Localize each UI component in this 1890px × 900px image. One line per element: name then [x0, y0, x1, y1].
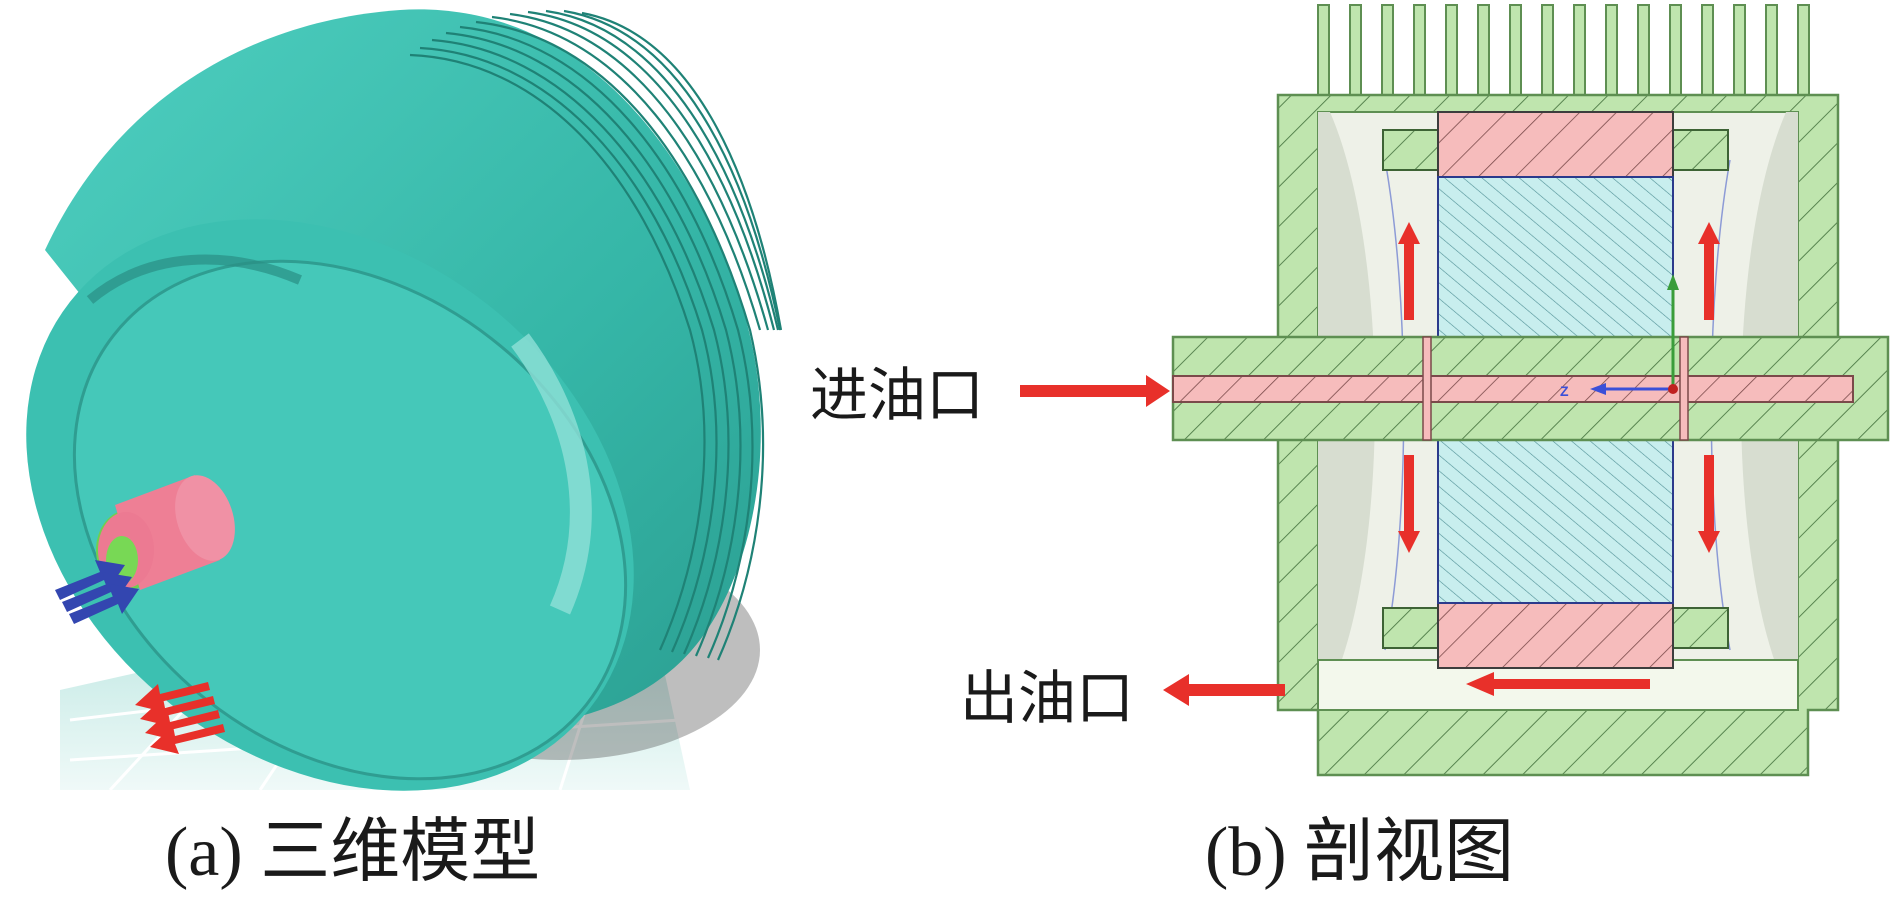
caption-b: (b) 剖视图: [1205, 814, 1514, 891]
rotor-top: [1437, 176, 1674, 338]
panel-a-3d-model: (a) 三维模型: [26, 9, 783, 891]
winding-end-bottom-left: [1382, 607, 1439, 649]
coordinate-axes: Z: [1560, 274, 1679, 399]
cooling-fins: [1317, 4, 1810, 101]
motor-front-face: [26, 219, 634, 791]
inlet-label: 进油口: [810, 363, 984, 428]
stator-top: [1437, 111, 1674, 178]
section-shaft: [1171, 335, 1890, 442]
rotor-bottom: [1437, 439, 1674, 604]
outlet-label: 出油口: [960, 666, 1134, 731]
caption-a: (a) 三维模型: [165, 814, 540, 891]
panel-b-section-view: Z 进油口 出油口 (b) 剖视图: [810, 4, 1890, 891]
inlet-flow-arrows: [55, 560, 139, 624]
winding-end-top-left: [1382, 129, 1439, 171]
axis-z-label: Z: [1560, 383, 1569, 399]
internal-flow-arrows: [1398, 222, 1720, 696]
inlet-arrow: [1020, 375, 1170, 407]
winding-end-top-right: [1672, 129, 1729, 171]
outlet-arrow: [1163, 674, 1285, 706]
outlet-flow-arrows: [135, 682, 225, 754]
winding-end-bottom-right: [1672, 607, 1729, 649]
stator-bottom: [1437, 602, 1674, 669]
